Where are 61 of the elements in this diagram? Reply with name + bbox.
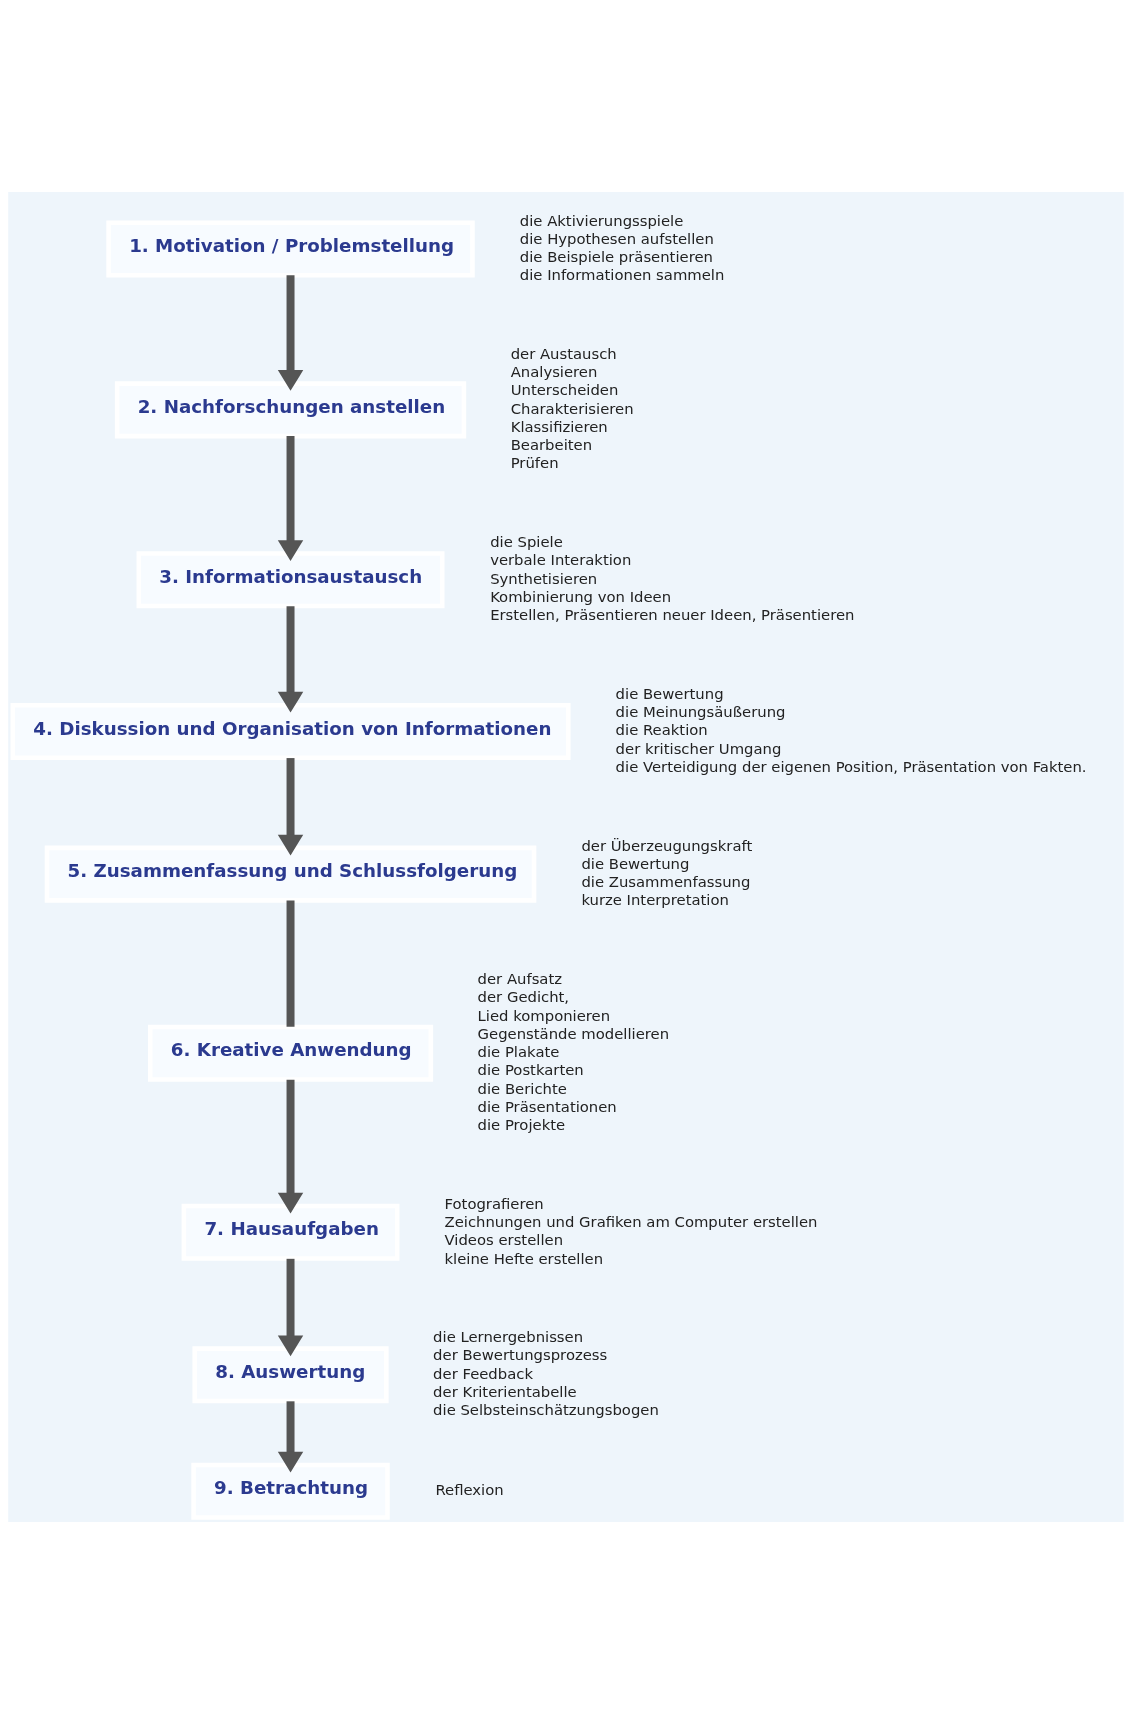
node-box: 2. Nachforschungen anstellen: [114, 380, 467, 438]
node-box: 6. Kreative Anwendung: [147, 1024, 434, 1082]
node-label: der Gedicht,: [477, 987, 570, 1005]
node-label: Reflexion: [435, 1480, 504, 1498]
node-label: die Postkarten: [477, 1060, 584, 1078]
node-box: 8. Auswertung: [192, 1345, 389, 1403]
node-label: die Meinungsäußerung: [615, 702, 786, 720]
node-label: der Kriterientabelle: [433, 1382, 577, 1400]
node-label: die Lernergebnissen: [433, 1327, 584, 1345]
arrow: [277, 1079, 304, 1213]
node-label: die Bewertung: [615, 684, 724, 702]
node-label: die Reaktion: [615, 720, 708, 738]
node-label: Charakterisieren: [510, 399, 634, 417]
node-label: die Plakate: [477, 1042, 560, 1060]
node-box: 5. Zusammenfassung und Schlussfolgerung: [44, 845, 537, 903]
node-label: der Aufsatz: [477, 969, 563, 987]
node-label: Videos erstellen: [444, 1230, 564, 1248]
arrow: [277, 605, 304, 713]
arrow: [277, 1400, 304, 1472]
node-label: die Aktivierungsspiele: [519, 211, 684, 229]
node-label: die Beispiele präsentieren: [519, 247, 713, 265]
node-label: Unterscheiden: [510, 380, 619, 398]
node-label: Analysieren: [510, 362, 598, 380]
node-label: die Bewertung: [581, 854, 690, 872]
node-label: der Austausch: [510, 344, 617, 362]
node-box: 3. Informationsaustausch: [136, 550, 445, 608]
node-label: die Präsentationen: [477, 1097, 617, 1115]
node-label: Zeichnungen und Grafiken am Computer erstellen: [444, 1212, 818, 1230]
connector: [286, 900, 295, 1027]
node-box: 4. Diskussion und Organisation von Informationen: [10, 702, 571, 760]
node-label: Fotografieren: [444, 1194, 544, 1212]
node-label: die Verteidigung der eigenen Position, Präsentation von Fakten.: [615, 757, 1087, 775]
node-label: die Hypothesen aufstellen: [519, 229, 714, 247]
node-label: Bearbeiten: [510, 435, 593, 453]
arrow: [277, 274, 304, 391]
node-label: Kombinierung von Ideen: [490, 587, 672, 605]
node-label: Synthetisieren: [490, 569, 598, 587]
node-label: der kritischer Umgang: [615, 739, 782, 757]
node-label: die Spiele: [490, 532, 563, 550]
node-label: verbale Interaktion: [490, 550, 632, 568]
node-label: der Feedback: [433, 1364, 533, 1382]
node-label: die Berichte: [477, 1079, 567, 1097]
node-label: die Informationen sammeln: [519, 265, 725, 283]
node-label: Gegenstände modellieren: [477, 1024, 670, 1042]
node-box: 7. Hausaufgaben: [181, 1203, 400, 1261]
node-label: Prüfen: [510, 453, 559, 471]
node-label: Erstellen, Präsentieren neuer Ideen, Präsentieren: [490, 605, 855, 623]
node-label: der Überzeugungskraft: [581, 836, 753, 854]
arrow: [277, 435, 304, 561]
node-label: kurze Interpretation: [581, 890, 729, 908]
node-label: die Projekte: [477, 1115, 566, 1133]
node-label: die Selbsteinschätzungsbogen: [433, 1400, 659, 1418]
arrow: [277, 757, 304, 855]
node-label: kleine Hefte erstellen: [444, 1249, 604, 1267]
node-label: die Zusammenfassung: [581, 872, 751, 890]
node-label: der Bewertungsprozess: [433, 1345, 608, 1363]
node-box: 9. Betrachtung: [191, 1462, 390, 1520]
node-label: Klassifizieren: [510, 417, 608, 435]
arrow: [277, 1258, 304, 1356]
node-box: 1. Motivation / Problemstellung: [106, 220, 475, 278]
node-label: Lied komponieren: [477, 1006, 611, 1024]
